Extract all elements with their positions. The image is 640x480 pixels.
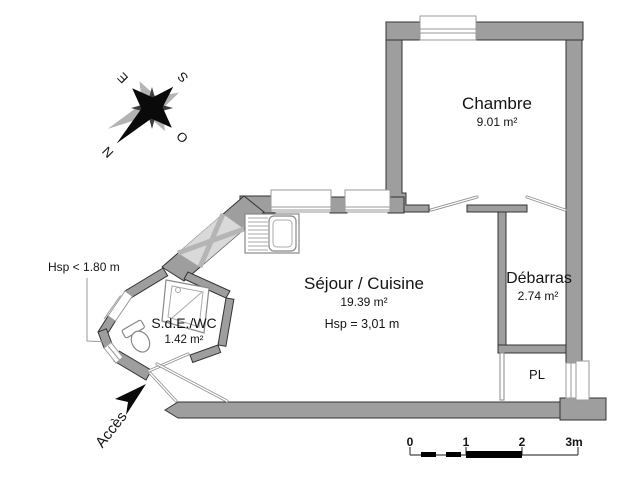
debarras-door bbox=[525, 195, 567, 212]
debarras-area: 2.74 m² bbox=[517, 289, 559, 303]
access-arrow-icon bbox=[115, 384, 146, 415]
compass-east-label: E bbox=[114, 69, 131, 86]
chambre-name: Chambre bbox=[462, 94, 532, 113]
shower-icon bbox=[161, 279, 210, 334]
chambre-window bbox=[419, 15, 477, 41]
entry-door bbox=[148, 362, 229, 403]
windows bbox=[103, 15, 590, 401]
wall-right bbox=[565, 39, 583, 364]
sde-door bbox=[147, 352, 190, 373]
wall-sde-partition-1 bbox=[183, 271, 231, 299]
sde-window-1 bbox=[107, 290, 134, 322]
wall-sde-a bbox=[124, 267, 169, 300]
sde-window-2-line bbox=[107, 345, 120, 361]
wall-chambre-left bbox=[385, 21, 430, 213]
toilet-icon bbox=[121, 319, 151, 353]
wall-sde-partition-3 bbox=[189, 344, 222, 364]
hsp-low-annotation: Hsp < 1.80 m bbox=[48, 260, 120, 274]
sde-window-1-line bbox=[103, 295, 121, 320]
hsp-leader-line bbox=[86, 278, 112, 343]
pl-window-frame bbox=[575, 360, 590, 401]
debarras-name: Débarras bbox=[506, 270, 572, 287]
chambre-door bbox=[429, 195, 479, 212]
doors bbox=[147, 195, 567, 403]
scale-tick-3: 3m bbox=[565, 435, 583, 449]
sejour-hsp-note: Hsp = 3,01 m bbox=[324, 317, 400, 331]
wall-chambre-bottom bbox=[466, 204, 528, 213]
sde-area: 1.42 m² bbox=[164, 334, 204, 346]
sejour-area: 19.39 m² bbox=[340, 295, 388, 309]
wall-chambre-top-right bbox=[475, 21, 584, 41]
diagonal-window-x2 bbox=[177, 226, 245, 256]
pl-partition bbox=[499, 352, 505, 401]
scale-tick-1: 1 bbox=[462, 435, 470, 449]
wall-bottom-right-block bbox=[559, 397, 607, 421]
compass-rose-icon: N E S O bbox=[99, 69, 191, 161]
placard-name: PL bbox=[529, 367, 545, 382]
wall-bottom bbox=[164, 401, 561, 419]
wall-debarras-left bbox=[497, 211, 507, 354]
compass-west-label: O bbox=[173, 128, 191, 146]
chambre-area: 9.01 m² bbox=[476, 115, 518, 129]
compass-south-label: S bbox=[174, 69, 191, 86]
sejour-window-1 bbox=[270, 189, 332, 213]
scale-bar bbox=[409, 447, 579, 458]
scale-tick-0: 0 bbox=[406, 435, 414, 449]
scale-tick-2: 2 bbox=[518, 435, 526, 449]
wall-chambre-top-left bbox=[385, 21, 421, 41]
sde-name: S.d.E./WC bbox=[151, 315, 217, 331]
wall-sejour-top-pillar bbox=[329, 196, 348, 214]
kitchen-sink-icon bbox=[244, 213, 300, 254]
compass-north-label: N bbox=[99, 144, 116, 161]
sejour-window-2 bbox=[344, 189, 391, 213]
wall-debarras-bottom bbox=[497, 344, 567, 354]
walls bbox=[97, 21, 607, 421]
wall-sde-partition-2 bbox=[217, 297, 235, 347]
sejour-name: Séjour / Cuisine bbox=[303, 274, 425, 293]
